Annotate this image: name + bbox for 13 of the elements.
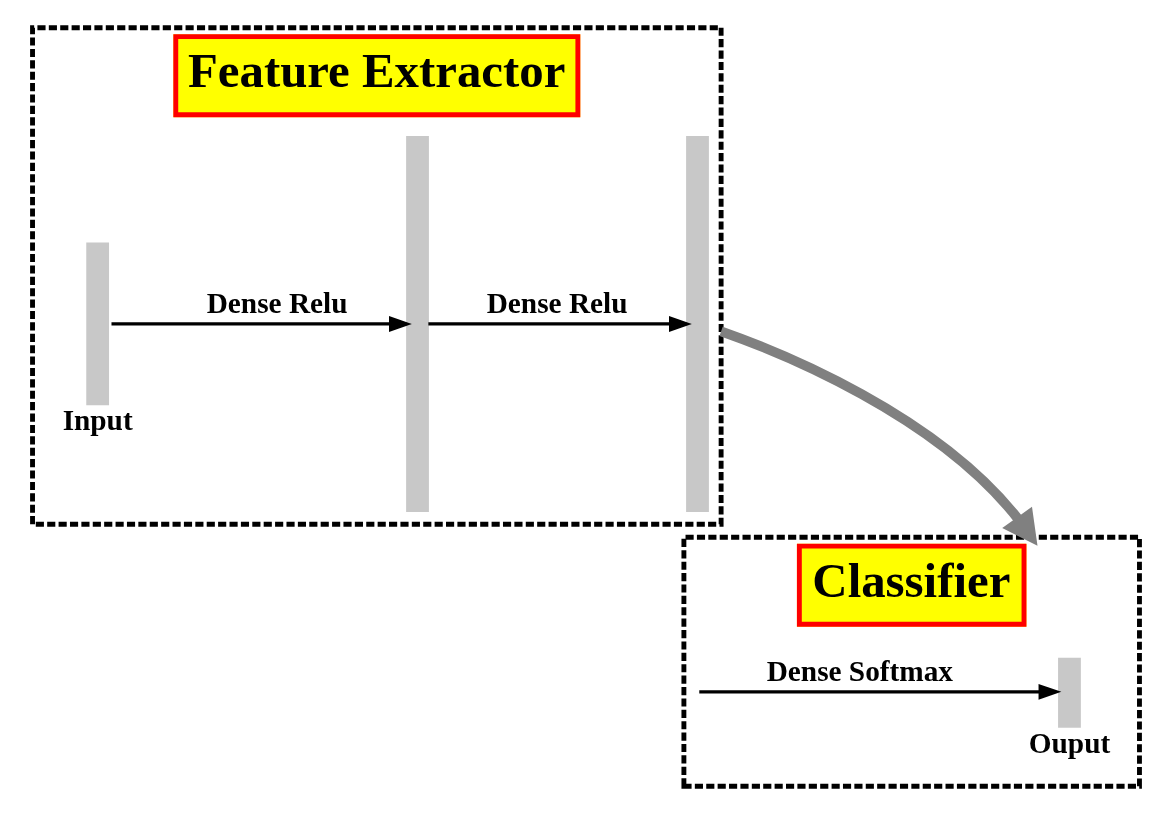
edge-label: Dense Relu: [486, 287, 628, 320]
arrow: [428, 316, 692, 332]
node-bar: [1058, 657, 1081, 728]
arrow: [719, 326, 1038, 546]
arrow: [111, 316, 412, 332]
edge-label: Dense Relu: [206, 287, 348, 320]
node-label: Ouput: [1028, 726, 1111, 759]
arrow: [699, 683, 1062, 700]
node-label: Input: [62, 404, 133, 437]
node-bar: [86, 242, 110, 406]
node-bar: [406, 135, 429, 512]
edge-label: Dense Softmax: [766, 655, 954, 688]
node-bar: [686, 135, 709, 512]
